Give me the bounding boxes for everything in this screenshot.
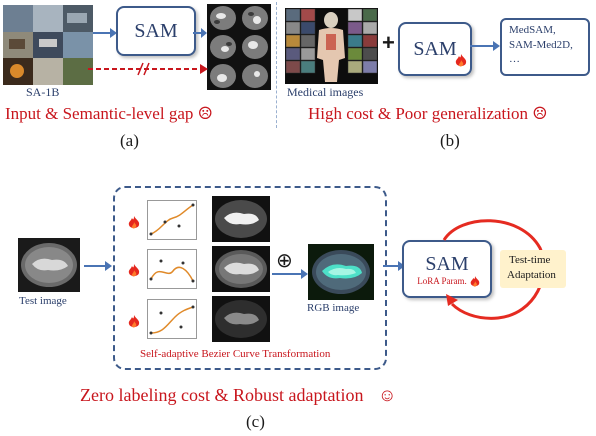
tta-label-line2: Adaptation <box>507 269 556 281</box>
gap-statement: Input & Semantic-level gap ☹ <box>5 104 213 124</box>
medical-ct-grid <box>207 4 271 90</box>
tta-label-line1: Test-time <box>509 254 551 266</box>
arrow-transform-to-sam <box>383 261 405 271</box>
rgb-image <box>308 244 374 300</box>
rgb-image-label: RGB image <box>307 302 360 314</box>
bezier-transformation-box <box>113 186 387 370</box>
fire-icon-b <box>455 54 467 67</box>
cost-statement: High cost & Poor generalization ☹ <box>308 104 548 124</box>
bezier-curve-plot-3 <box>147 299 197 339</box>
plus-sign: + <box>382 30 395 55</box>
medical-images-label: Medical images <box>287 85 364 99</box>
bezier-curve-plot-1 <box>147 200 197 240</box>
cost-text: High cost & Poor generalization <box>308 104 529 123</box>
test-image <box>18 238 80 292</box>
arrow-combine-to-rgb <box>272 269 308 279</box>
arrow-sa1b-to-sam <box>93 28 117 38</box>
fire-icon-row3 <box>128 315 140 328</box>
sam-label-c: SAM <box>425 252 469 275</box>
sam-box-b: SAM <box>398 22 472 76</box>
oplus-symbol: ⊕ <box>276 248 293 272</box>
gap-text: Input & Semantic-level gap <box>5 104 194 123</box>
transformed-image-1 <box>212 196 270 242</box>
sam-box-c: SAM LoRA Param. <box>402 240 492 298</box>
transform-label: Self-adaptive Bezier Curve Transformatio… <box>140 348 331 360</box>
panel-separator <box>276 2 277 128</box>
medical-images-mosaic <box>285 8 378 84</box>
variant-sam-med2d: SAM-Med2D, <box>509 39 573 51</box>
red-dashed-gap-arrow <box>88 62 208 76</box>
bezier-curve-plot-2 <box>147 249 197 289</box>
transformed-image-2 <box>212 246 270 292</box>
caption-a: (a) <box>120 131 139 150</box>
sa1b-label: SA-1B <box>26 85 60 99</box>
transformed-image-3 <box>212 296 270 342</box>
result-text: Zero labeling cost & Robust adaptation <box>80 385 364 405</box>
arrow-test-to-transform <box>84 261 112 271</box>
sam-label-b: SAM <box>413 37 457 60</box>
sad-face-icon-b: ☹ <box>532 104 548 123</box>
fire-icon-lora <box>470 276 480 287</box>
sam-box-a: SAM <box>116 6 196 56</box>
sa1b-image-collage <box>3 5 93 85</box>
happy-face-icon: ☺ <box>377 385 397 405</box>
arrow-sam-to-medical <box>193 28 207 38</box>
test-image-label: Test image <box>19 295 67 307</box>
arrow-sam-to-variants <box>470 41 500 51</box>
variant-ellipsis: … <box>509 53 520 65</box>
sad-face-icon-a: ☹ <box>197 104 213 123</box>
sam-variants-box: MedSAM, SAM-Med2D, … <box>500 18 590 76</box>
sam-label-a: SAM <box>134 19 178 42</box>
fire-icon-row2 <box>128 264 140 277</box>
variant-medsam: MedSAM, <box>509 24 556 36</box>
caption-b: (b) <box>440 131 460 150</box>
caption-c: (c) <box>246 412 265 431</box>
fire-icon-row1 <box>128 216 140 229</box>
tta-box: Test-time Adaptation <box>500 250 566 288</box>
result-statement: Zero labeling cost & Robust adaptation ☺ <box>80 385 396 406</box>
lora-param-label: LoRA Param. <box>417 275 467 286</box>
